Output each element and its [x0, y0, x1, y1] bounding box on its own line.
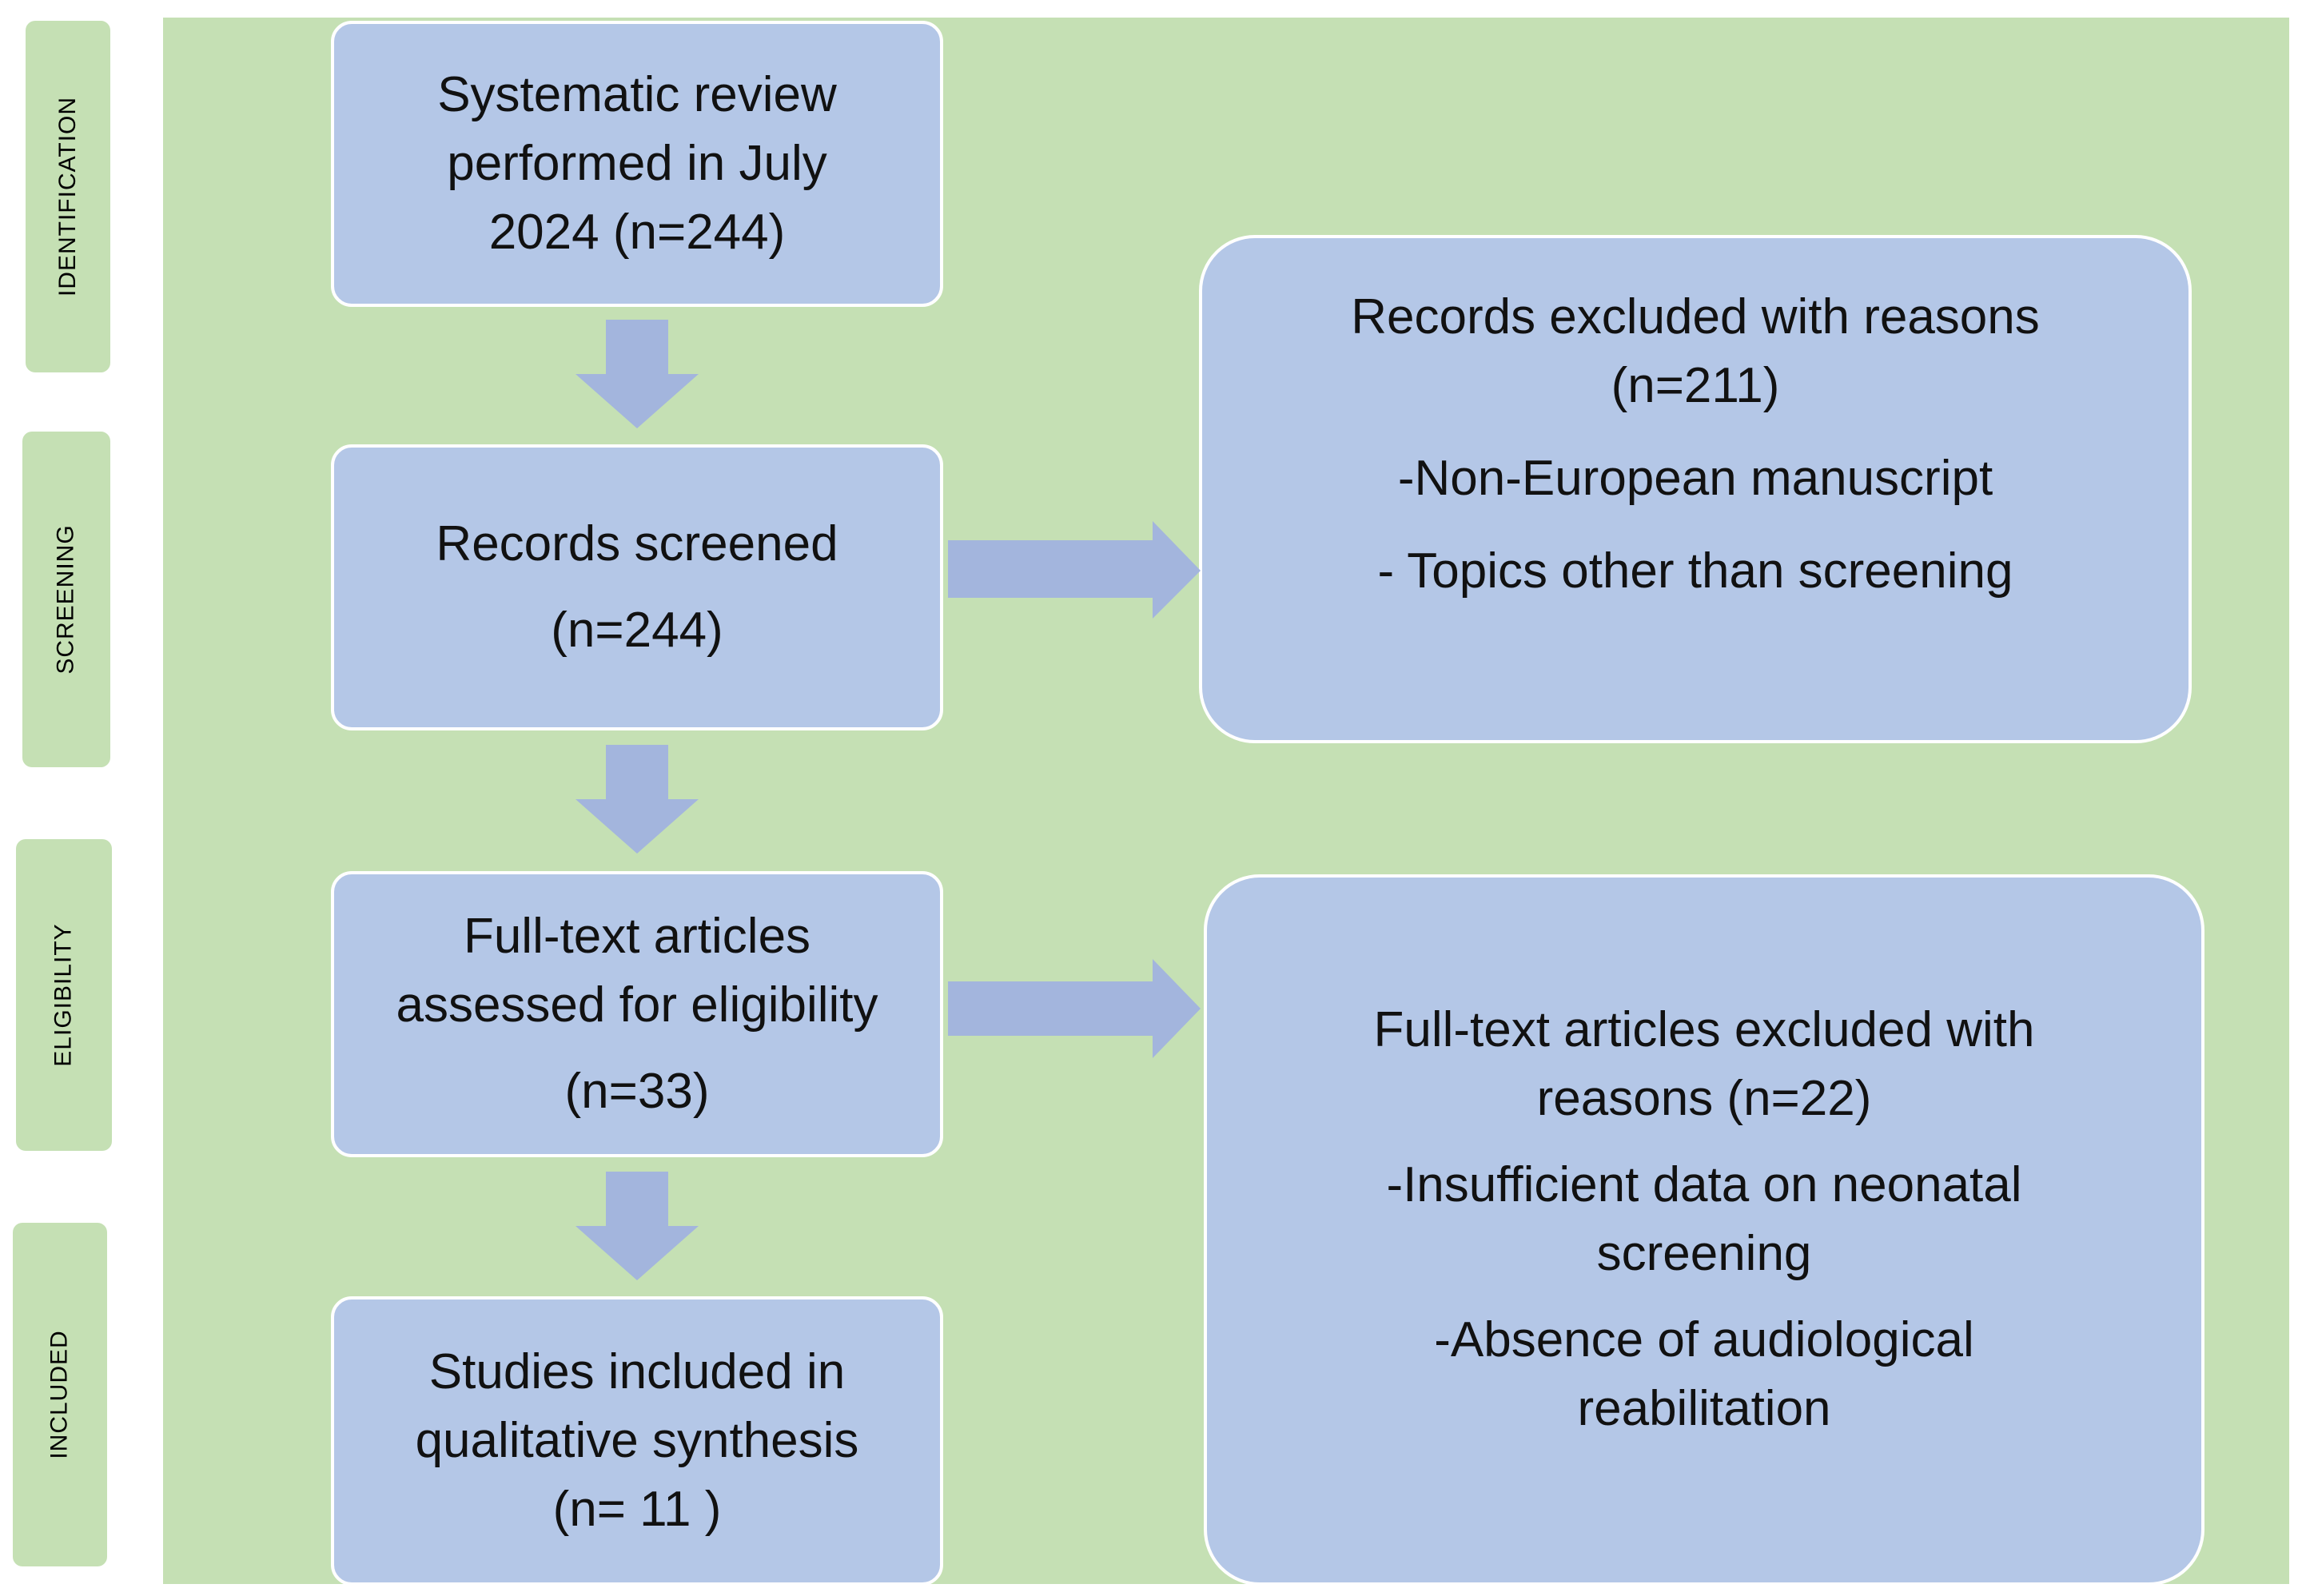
- screening-exclusion-line-1: Records excluded with reasons: [1351, 289, 2040, 344]
- screening-exclusion-reason-2: - Topics other than screening: [1377, 543, 2013, 599]
- stage-screening-label: SCREENING: [53, 524, 80, 675]
- stage-identification: IDENTIFICATION: [26, 21, 110, 372]
- arrow-down-screening-to-eligibility: [576, 745, 699, 854]
- eligibility-exclusion-reason-1-line-2: screening: [1596, 1226, 1812, 1281]
- eligibility-exclusion-reason-1-line-1: -Insufficient data on neonatal: [1386, 1157, 2022, 1212]
- eligibility-box: Full-text articles assessed for eligibil…: [331, 871, 943, 1157]
- stage-included-label: INCLUDED: [46, 1330, 74, 1459]
- stage-eligibility-label: ELIGIBILITY: [50, 923, 77, 1067]
- eligibility-exclusion-line-1: Full-text articles excluded with: [1373, 1002, 2035, 1057]
- identification-line-3: 2024 (n=244): [488, 205, 786, 260]
- stage-identification-label: IDENTIFICATION: [54, 96, 82, 297]
- stage-eligibility: ELIGIBILITY: [16, 839, 112, 1151]
- eligibility-line-1: Full-text articles: [463, 909, 811, 964]
- eligibility-exclusion-reason-2-line-2: reabilitation: [1577, 1381, 1831, 1436]
- eligibility-line-2: assessed for eligibility: [396, 977, 878, 1033]
- included-box: Studies included in qualitative synthesi…: [331, 1296, 943, 1586]
- screening-line-1: Records screened: [436, 516, 838, 571]
- eligibility-exclusion-reason-2-line-1: -Absence of audiological: [1434, 1312, 1974, 1367]
- included-line-1: Studies included in: [428, 1344, 846, 1399]
- eligibility-exclusion-box: Full-text articles excluded with reasons…: [1204, 874, 2204, 1586]
- identification-box: Systematic review performed in July 2024…: [331, 21, 943, 307]
- eligibility-line-3: (n=33): [564, 1064, 710, 1119]
- arrow-right-eligibility-to-exclusion: [948, 959, 1201, 1058]
- eligibility-exclusion-line-2: reasons (n=22): [1536, 1071, 1872, 1126]
- included-line-2: qualitative synthesis: [415, 1413, 859, 1468]
- screening-exclusion-box: Records excluded with reasons (n=211) -N…: [1199, 235, 2192, 743]
- arrow-down-eligibility-to-included: [576, 1172, 699, 1280]
- screening-exclusion-reason-1: -Non-European manuscript: [1397, 451, 1993, 506]
- identification-line-1: Systematic review: [437, 67, 837, 122]
- included-line-3: (n= 11 ): [552, 1482, 722, 1537]
- screening-box: Records screened (n=244): [331, 444, 943, 730]
- arrow-down-identification-to-screening: [576, 320, 699, 428]
- stage-screening: SCREENING: [22, 432, 110, 767]
- arrow-right-screening-to-exclusion: [948, 521, 1201, 619]
- screening-exclusion-line-2: (n=211): [1611, 358, 1780, 413]
- screening-line-2: (n=244): [551, 603, 723, 658]
- identification-line-2: performed in July: [447, 136, 827, 191]
- stage-included: INCLUDED: [13, 1223, 107, 1566]
